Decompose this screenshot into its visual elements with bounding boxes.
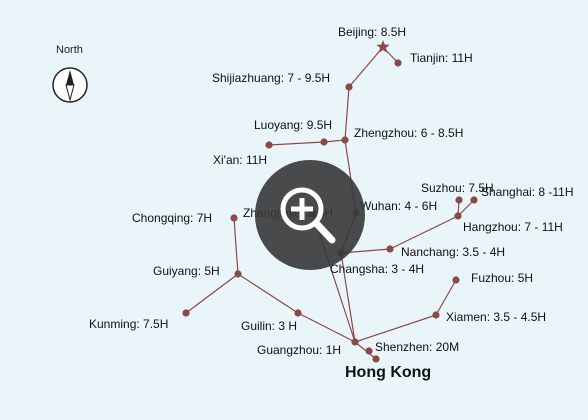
route-guiyang-kunming — [185, 273, 239, 314]
city-label-beijing: Beijing: 8.5H — [338, 25, 407, 39]
city-label-xiamen: Xiamen: 3.5 - 4.5H — [446, 310, 547, 324]
city-node-chongqing[interactable] — [230, 214, 238, 222]
route-hongkong-xiamen — [354, 314, 437, 343]
city-node-kunming[interactable] — [182, 309, 190, 317]
city-node-luoyang[interactable] — [320, 138, 328, 146]
zoom-in-button[interactable] — [255, 160, 365, 270]
city-label-fuzhou: Fuzhou: 5H — [471, 271, 534, 285]
route-shijiazhuang-beijing — [348, 46, 384, 88]
city-label-shijiazhuang: Shijiazhuang: 7 - 9.5H — [212, 71, 331, 85]
city-label-xian: Xi'an: 11H — [213, 153, 268, 167]
city-label-changsha: Changsha: 3 - 4H — [330, 262, 425, 276]
city-label-hangzhou: Hangzhou: 7 - 11H — [463, 220, 563, 234]
city-label-chongqing: Chongqing: 7H — [132, 211, 213, 225]
star-icon[interactable] — [376, 40, 390, 53]
route-hongkong-changsha — [340, 252, 356, 343]
zoom-in-icon — [280, 187, 336, 244]
city-label-suzhou: Suzhou: 7.5H — [421, 181, 494, 195]
route-luoyang-xian — [268, 141, 325, 146]
city-label-tianjin: Tianjin: 11H — [410, 51, 473, 65]
city-node-guilin[interactable] — [294, 309, 302, 317]
route-guilin-guiyang — [237, 273, 299, 314]
city-node-fuzhou[interactable] — [452, 276, 460, 284]
city-label-guiyang: Guiyang: 5H — [153, 264, 220, 278]
route-nanchang-hangzhou — [389, 215, 459, 250]
city-node-shenzhen[interactable] — [372, 355, 380, 363]
city-label-luoyang: Luoyang: 9.5H — [254, 118, 333, 132]
city-node-zhengzhou[interactable] — [341, 136, 349, 144]
city-label-guilin: Guilin: 3 H — [241, 319, 298, 333]
route-guiyang-chongqing — [233, 217, 239, 275]
route-hongkong-guilin — [297, 312, 356, 343]
city-node-guangzhou[interactable] — [365, 347, 373, 355]
destination-label: Hong Kong — [345, 364, 432, 381]
route-hangzhou-shanghai — [457, 199, 475, 217]
city-node-nanchang[interactable] — [386, 245, 394, 253]
city-label-zhengzhou: Zhengzhou: 6 - 8.5H — [354, 126, 464, 140]
city-label-guangzhou: Guangzhou: 1H — [257, 343, 342, 357]
city-label-nanchang: Nanchang: 3.5 - 4H — [401, 245, 506, 259]
route-zhengzhou-shijiazhuang — [344, 86, 350, 141]
city-node-hangzhou[interactable] — [454, 212, 462, 220]
city-label-shanghai: Shanghai: 8 -11H — [481, 185, 574, 199]
city-node-tianjin[interactable] — [394, 59, 402, 67]
city-label-wuhan: Wuhan: 4 - 6H — [360, 199, 438, 213]
compass-label: North — [56, 44, 83, 56]
city-node-xian[interactable] — [265, 141, 273, 149]
city-node-guiyang[interactable] — [234, 270, 242, 278]
city-label-kunming: Kunming: 7.5H — [89, 317, 169, 331]
city-node-xiamen[interactable] — [432, 311, 440, 319]
route-xiamen-fuzhou — [435, 279, 457, 316]
city-node-suzhou[interactable] — [455, 196, 463, 204]
city-node-shijiazhuang[interactable] — [345, 83, 353, 91]
city-node-shanghai[interactable] — [470, 196, 478, 204]
city-node-hongkong[interactable] — [351, 338, 359, 346]
city-label-shenzhen: Shenzhen: 20M — [375, 340, 460, 354]
